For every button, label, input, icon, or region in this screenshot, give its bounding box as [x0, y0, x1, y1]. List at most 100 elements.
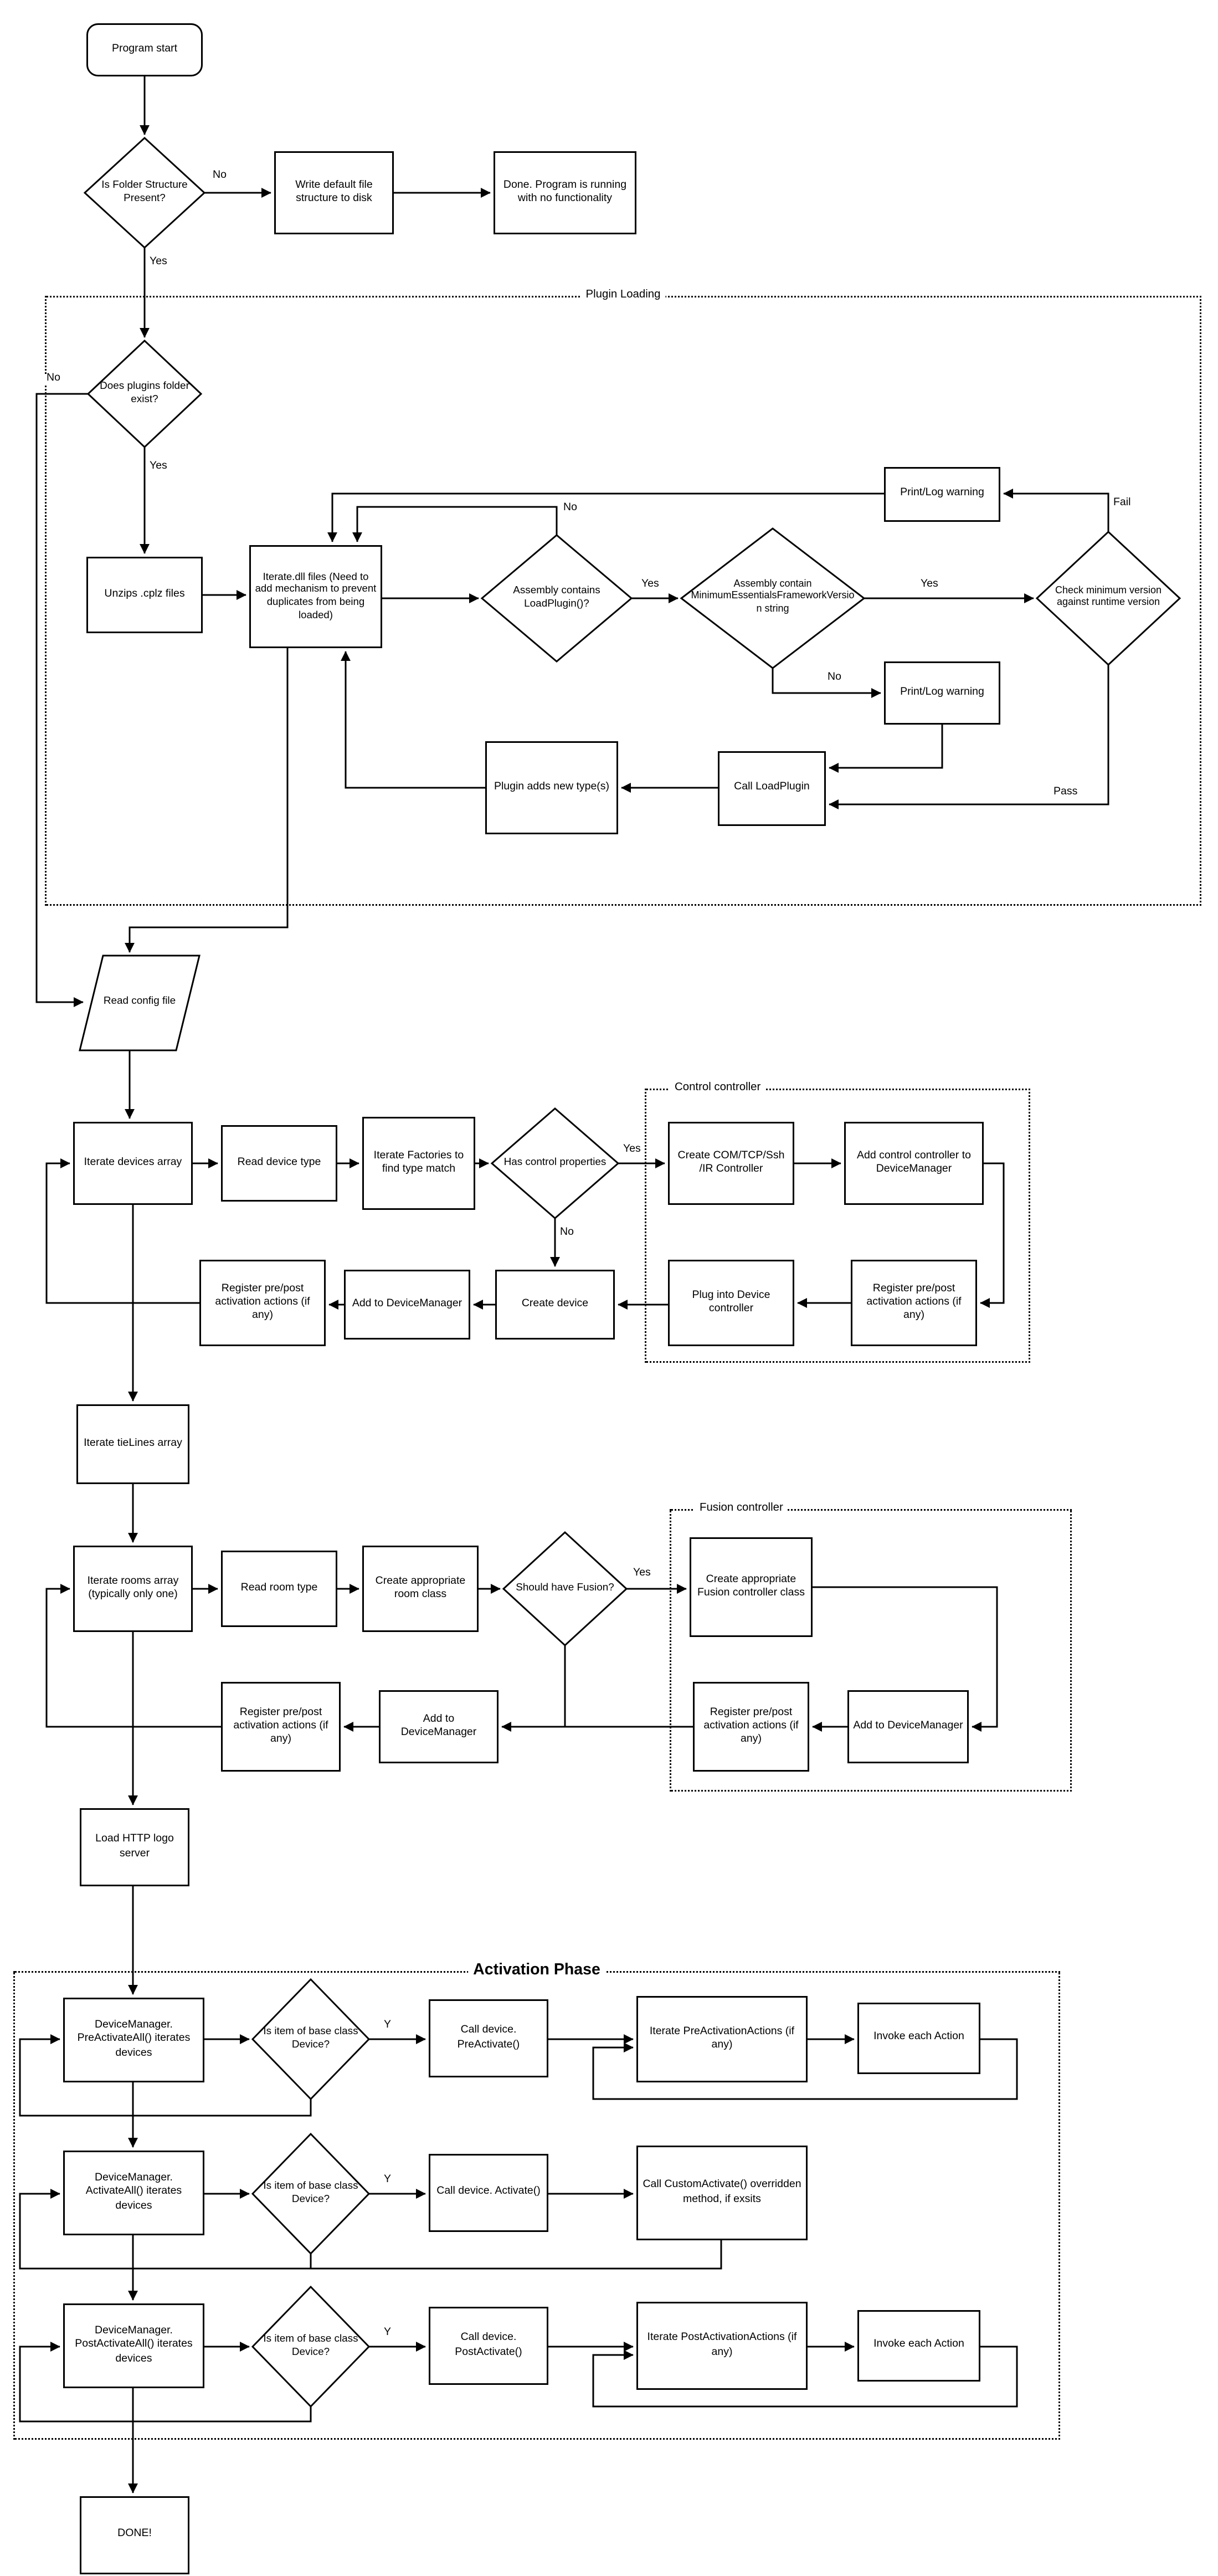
node-is-item-base-2: Is item of base class Device?	[263, 2181, 358, 2205]
parallelogram-read-config-file	[79, 955, 201, 1051]
node-register-pre-post-control: Register pre/post activation actions (if…	[851, 1260, 977, 1346]
node-register-pre-post-room: Register pre/post activation actions (if…	[221, 1682, 341, 1772]
diamond-does-plugins-folder-exist	[86, 339, 203, 449]
node-register-pre-post-fusion: Register pre/post activation actions (if…	[693, 1682, 809, 1772]
edge-plugins-no	[35, 393, 88, 1007]
edge-label-pass: Pass	[1052, 787, 1080, 799]
node-register-pre-post-device: Register pre/post activation actions (if…	[199, 1260, 326, 1346]
node-is-folder-structure: Is Folder Structure Present?	[101, 180, 188, 204]
node-call-loadplugin: Call LoadPlugin	[718, 751, 826, 826]
node-call-customactivate: Call CustomActivate() overridden method,…	[636, 2146, 808, 2240]
edge-label-no-minimum: No	[826, 672, 843, 684]
node-read-room-type: Read room type	[221, 1551, 337, 1627]
node-iterate-postactivationactions: Iterate PostActivationActions (if any)	[636, 2302, 808, 2390]
node-should-have-fusion: Should have Fusion?	[516, 1582, 614, 1594]
node-check-minimum-version: Check minimum version against runtime ve…	[1055, 586, 1162, 608]
node-unzips-cplz: Unzips .cplz files	[86, 557, 203, 633]
edge-assembly-no-loop	[352, 506, 558, 542]
node-create-device: Create device	[495, 1270, 615, 1340]
node-write-default: Write default file structure to disk	[274, 151, 394, 234]
edge-label-no-assembly: No	[562, 502, 579, 515]
edge-label-no-plugins: No	[45, 373, 62, 385]
diamond-check-minimum-version	[1035, 530, 1181, 666]
edge-check-pass	[829, 665, 1109, 809]
edge-label-yes-fusion: Yes	[631, 1568, 652, 1580]
diamond-is-item-base-1	[251, 1978, 371, 2101]
node-add-to-devicemanager-room: Add to DeviceManager	[379, 1690, 498, 1763]
node-iterate-rooms: Iterate rooms array (typically only one)	[73, 1546, 193, 1632]
edge-label-yes-folder: Yes	[148, 256, 169, 269]
edge-warn-top-loop	[327, 492, 884, 542]
node-invoke-each-action-2: Invoke each Action	[857, 2310, 980, 2382]
diamond-assembly-contains-minimum	[680, 527, 866, 669]
node-has-control-properties: Has control properties	[503, 1157, 607, 1169]
edge-warn-bottom-to-call	[829, 725, 943, 773]
node-assembly-contains-loadplugin: Assembly contains LoadPlugin()?	[513, 586, 600, 610]
node-plug-into-device-controller: Plug into Device controller	[668, 1260, 794, 1346]
edge-label-yes-plugins: Yes	[148, 461, 169, 473]
node-iterate-preactivationactions: Iterate PreActivationActions (if any)	[636, 1996, 808, 2082]
group-activation-phase: Activation Phase	[13, 1961, 1060, 2440]
edge-createfusion-to-adddm	[813, 1586, 998, 1732]
edge-label-y2: Y	[382, 2174, 393, 2187]
node-done: DONE!	[80, 2496, 189, 2574]
edge-addctrl-to-register	[980, 1162, 1005, 1308]
edge-label-y3: Y	[382, 2327, 393, 2339]
node-plugin-adds-new-types: Plugin adds new type(s)	[485, 741, 618, 834]
edge-diamond1-loop	[19, 2034, 312, 2117]
node-iterate-devices-array: Iterate devices array	[73, 1122, 193, 1205]
edge-plugin-adds-loop	[341, 651, 485, 789]
node-load-http-logo: Load HTTP logo server	[80, 1808, 189, 1886]
node-add-to-devicemanager-fusion: Add to DeviceManager	[847, 1690, 969, 1763]
edge-label-yes-assembly: Yes	[640, 579, 661, 591]
node-is-item-base-3: Is item of base class Device?	[263, 2334, 358, 2358]
diamond-is-item-base-3	[251, 2285, 371, 2408]
edge-diamond3-loop	[19, 2342, 312, 2423]
node-devicemanager-postactivateall: DeviceManager. PostActivateAll() iterate…	[63, 2303, 204, 2388]
node-call-device-activate: Call device. Activate()	[429, 2154, 548, 2232]
node-read-device-type: Read device type	[221, 1125, 337, 1202]
node-create-com-controller: Create COM/TCP/Ssh /IR Controller	[668, 1122, 794, 1205]
edge-label-yes-minimum: Yes	[919, 579, 940, 591]
node-is-item-base-1: Is item of base class Device?	[263, 2026, 358, 2051]
group-control-controller: Control controller	[645, 1082, 1030, 1363]
node-iterate-tielines: Iterate tieLines array	[76, 1404, 189, 1484]
edge-label-no-folder: No	[211, 170, 228, 182]
edge-minimum-no	[772, 668, 881, 698]
node-devicemanager-activateall: DeviceManager. ActivateAll() iterates de…	[63, 2151, 204, 2235]
edge-label-no-control: No	[558, 1227, 575, 1239]
edge-invoke1-loop	[592, 2038, 1018, 2100]
group-fusion-controller: Fusion controller	[670, 1502, 1072, 1792]
node-invoke-each-action-1: Invoke each Action	[857, 2003, 980, 2074]
node-iterate-dll: Iterate.dll files (Need to add mechanism…	[249, 545, 382, 648]
node-read-config-file: Read config file	[103, 995, 176, 1008]
group-activation-phase-title: Activation Phase	[468, 1961, 605, 1979]
edge-check-fail	[1003, 489, 1109, 532]
group-plugin-loading-title: Plugin Loading	[580, 289, 666, 301]
edge-label-fail: Fail	[1112, 497, 1133, 510]
edge-custom-loop	[19, 2189, 722, 2270]
node-print-log-warning-bottom: Print/Log warning	[884, 661, 1000, 725]
edge-iterate-dll-to-config	[125, 648, 289, 953]
node-add-control-controller: Add control controller to DeviceManager	[844, 1122, 984, 1205]
node-add-to-devicemanager-device: Add to DeviceManager	[344, 1270, 470, 1340]
diamond-assembly-contains-loadplugin	[480, 534, 633, 663]
edge-register-device-loop	[45, 1158, 199, 1304]
diamond-is-item-base-2	[251, 2132, 371, 2255]
edge-label-yes-control: Yes	[621, 1144, 643, 1156]
edge-invoke2-loop	[592, 2346, 1018, 2408]
node-create-fusion-controller: Create appropriate Fusion controller cla…	[690, 1537, 813, 1637]
diamond-has-control-properties	[490, 1107, 620, 1219]
node-done-no-functionality: Done. Program is running with no functio…	[494, 151, 636, 234]
diamond-should-have-fusion	[502, 1531, 628, 1647]
node-call-device-postactivate: Call device. PostActivate()	[429, 2307, 548, 2385]
node-print-log-warning-top: Print/Log warning	[884, 467, 1000, 522]
group-plugin-loading: Plugin Loading	[45, 289, 1201, 906]
node-does-plugins-folder-exist: Does plugins folder exist?	[100, 381, 189, 406]
node-create-room-class: Create appropriate room class	[362, 1546, 479, 1632]
node-program-start: Program start	[86, 23, 203, 76]
node-devicemanager-preactivateall: DeviceManager. PreActivateAll() iterates…	[63, 1998, 204, 2082]
node-assembly-contains-minimum: Assembly contain MinimumEssentialsFramew…	[691, 580, 855, 614]
